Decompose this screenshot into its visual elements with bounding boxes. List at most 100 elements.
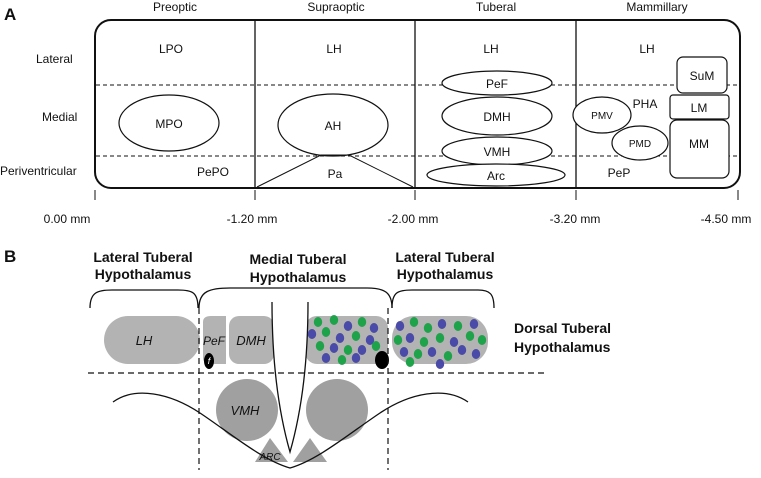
fornix-label-b: f [208, 356, 212, 366]
blue-neuron-dot [471, 349, 481, 359]
green-neuron-dot [313, 317, 323, 327]
blue-neuron-dot [369, 323, 379, 333]
blue-neuron-dot [399, 347, 409, 357]
region-arc: Arc [487, 169, 505, 183]
region-lpo: LPO [159, 42, 183, 56]
blue-neuron-dot [343, 321, 353, 331]
region-sum: SuM [690, 69, 715, 83]
column-header-preoptic: Preoptic [153, 0, 197, 14]
green-neuron-dot [357, 317, 367, 327]
green-neuron-dot [351, 331, 361, 341]
blue-neuron-dot [329, 343, 339, 353]
region-mpo-shape [118, 94, 220, 152]
row-label-lateral: Lateral [36, 52, 73, 66]
region-dmh-label-b: DMH [236, 333, 266, 348]
region-pef-shape [441, 70, 553, 96]
left-section-title: Lateral Tuberal [93, 249, 192, 265]
region-lh-mammillary: LH [639, 42, 654, 56]
region-pef: PeF [486, 77, 508, 91]
region-pa: Pa [328, 167, 343, 181]
row-label-periventricular: Periventricular [0, 164, 77, 178]
green-neuron-dot [315, 341, 325, 351]
region-mpo: MPO [155, 117, 182, 131]
region-lm-shape [669, 94, 730, 120]
green-neuron-dot [329, 315, 339, 325]
region-dmh-shape [441, 96, 553, 136]
blue-neuron-dot [457, 345, 467, 355]
dorsal-tuberal-label: Hypothalamus [514, 339, 611, 355]
blue-neuron-dot [307, 329, 317, 339]
green-neuron-dot [413, 349, 423, 359]
region-vmh-shape-b [216, 379, 278, 441]
region-mm-shape [669, 119, 730, 179]
green-neuron-dot [321, 327, 331, 337]
region-lh-tuberal: LH [483, 42, 498, 56]
region-vmh: VMH [484, 145, 511, 159]
right-bracket [391, 289, 495, 309]
blue-neuron-dot [365, 335, 375, 345]
axis-tick-label: -4.50 mm [701, 212, 752, 226]
column-header-tuberal: Tuberal [476, 0, 516, 14]
middle-bracket [198, 287, 393, 309]
left-section-title: Hypothalamus [95, 266, 192, 282]
green-neuron-dot [343, 345, 353, 355]
region-ah-shape [277, 93, 389, 157]
green-neuron-dot [393, 335, 403, 345]
neuron-dots [307, 315, 487, 369]
axis-tick-label: 0.00 mm [44, 212, 91, 226]
blue-neuron-dot [427, 347, 437, 357]
blue-neuron-dot [435, 359, 445, 369]
row-label-medial: Medial [42, 110, 77, 124]
blue-neuron-dot [469, 319, 479, 329]
region-lh-supraoptic: LH [326, 42, 341, 56]
fornix-shape-b [204, 353, 214, 369]
blue-neuron-dot [357, 345, 367, 355]
right-section-title: Hypothalamus [397, 266, 494, 282]
region-sum-shape [676, 56, 728, 94]
region-lm: LM [691, 101, 708, 115]
blue-neuron-dot [437, 319, 447, 329]
region-dmh: DMH [483, 110, 510, 124]
blue-neuron-dot [449, 337, 459, 347]
green-neuron-dot [423, 323, 433, 333]
region-pep: PeP [608, 166, 631, 180]
region-pef-shape-b [203, 316, 226, 364]
middle-section-title: Hypothalamus [250, 269, 347, 285]
blue-neuron-dot [351, 353, 361, 363]
axis-tick-label: -2.00 mm [388, 212, 439, 226]
region-arc-label-b: ARC [258, 452, 281, 463]
region-dmh-shape-b [229, 316, 274, 364]
column-header-supraoptic: Supraoptic [307, 0, 364, 14]
region-pmv-shape [572, 96, 632, 134]
region-pef-label-b: PeF [203, 334, 226, 348]
green-neuron-dot [435, 333, 445, 343]
blue-neuron-dot [335, 333, 345, 343]
axis-tick-label: -1.20 mm [227, 212, 278, 226]
axis-tick-label: -3.20 mm [550, 212, 601, 226]
region-ah: AH [325, 119, 342, 133]
region-pha: PHA [633, 97, 658, 111]
panel-a-letter: A [4, 5, 16, 24]
green-neuron-dot [419, 337, 429, 347]
third-ventricle [271, 301, 309, 455]
column-header-mammillary: Mammillary [626, 0, 687, 14]
region-pmv: PMV [591, 111, 613, 122]
green-neuron-dot [371, 341, 381, 351]
green-neuron-dot [453, 321, 463, 331]
green-neuron-dot [409, 317, 419, 327]
region-lh-label-b: LH [136, 333, 153, 348]
green-neuron-dot [337, 355, 347, 365]
green-neuron-dot [405, 357, 415, 367]
region-pepo: PePO [197, 165, 229, 179]
panel-a-frame [94, 19, 741, 189]
region-vmh-label-b: VMH [231, 403, 261, 418]
fornix-right-shape [375, 351, 389, 369]
region-pmd-shape [611, 125, 669, 161]
middle-section-title: Medial Tuberal [250, 251, 347, 267]
blue-neuron-dot [321, 353, 331, 363]
green-neuron-dot [477, 335, 487, 345]
region-mm: MM [689, 137, 709, 151]
rostrocaudal-axis [94, 190, 739, 200]
green-neuron-dot [465, 331, 475, 341]
